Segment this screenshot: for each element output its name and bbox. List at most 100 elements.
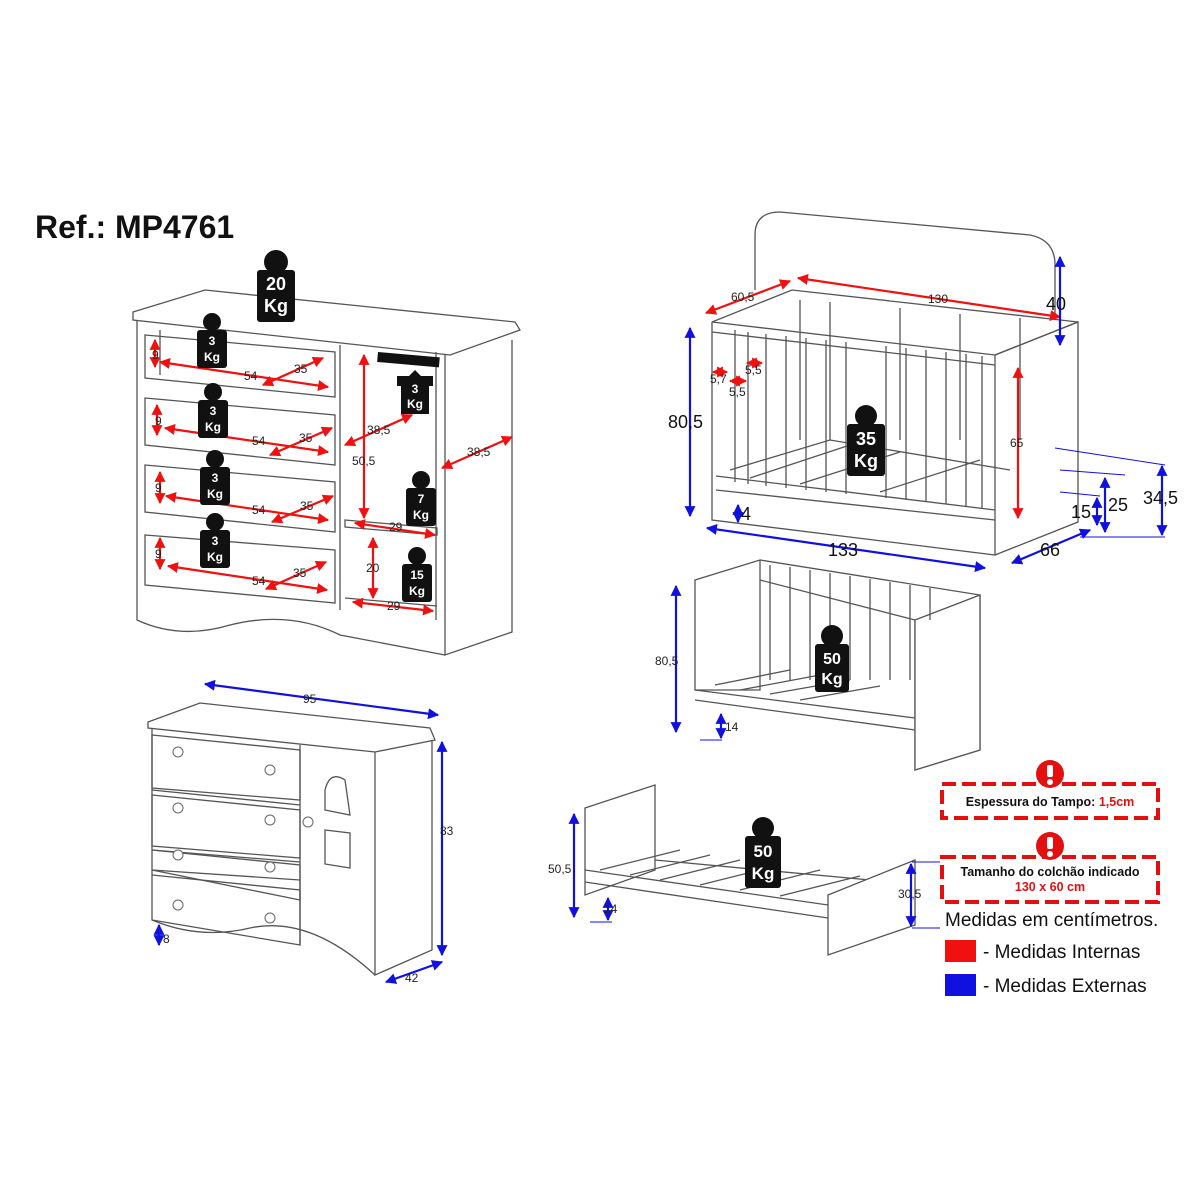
crib-drawing [711,211,1079,556]
dim-drawer-depth-4 [264,560,328,591]
top-thickness-label: Espessura do Tampo: [966,795,1096,809]
closed-dresser-top [147,702,436,753]
label-shelf-width-bottom: 29 [387,599,401,613]
dim-closed-depth [384,960,444,984]
svg-text:Kg: Kg [207,550,223,564]
svg-text:50: 50 [823,651,841,668]
dresser-closed-dimensions: 95 83 42 8 [153,679,454,985]
dim-crib-length [705,523,987,573]
warning-icon [1036,760,1064,788]
label-slat-gap-1: 5,7 [710,372,727,386]
mattress-label: Tamanho do colchão indicado [961,865,1140,879]
svg-text:3: 3 [210,404,217,418]
drawer-2 [144,397,336,466]
sofa-right-panel [914,594,981,771]
label-closed-width: 95 [303,692,317,706]
label-lower-height: 20 [366,561,380,575]
note-top-thickness: Espessura do Tampo: 1,5cm [940,760,1160,820]
svg-text:Espessura do Tampo: 1,5cm: Espessura do Tampo: 1,5cm [966,795,1135,809]
label-closed-depth: 42 [405,971,419,985]
label-sofa-height: 80,5 [655,654,679,668]
dim-drawer-depth-2 [268,426,334,457]
svg-text:3: 3 [412,382,419,396]
note-mattress-size: Tamanho do colchão indicado 130 x 60 cm [940,832,1160,904]
label-slat-gap-3: 5,5 [745,363,762,377]
label-crib-length: 133 [828,540,858,560]
closed-dresser-drawer-lines [151,745,301,945]
svg-text:20: 20 [266,274,286,294]
weight-icon-drawer-1: 3Kg [197,313,227,368]
weight-icon-drawer-2: 3Kg [198,383,228,438]
warning-icon [1036,832,1064,860]
crib-level-guides [1054,447,1166,538]
label-sofa-base: 14 [725,720,739,734]
closed-dresser-side [374,740,433,976]
svg-text:Kg: Kg [204,350,220,364]
weight-icon-drawer-3: 3Kg [200,450,230,505]
weight-icon-drawer-4: 3Kg [200,513,230,568]
label-bed-height: 50,5 [548,862,572,876]
legend-external-swatch [945,974,976,996]
dim-crib-inner-length [796,274,1062,321]
cabinet-walls [339,345,437,620]
bed-guides [590,861,940,929]
dresser-closed-drawing [147,702,436,976]
svg-text:3: 3 [212,534,219,548]
legend-internal-swatch [945,940,976,962]
label-drawer-height-2: 9 [155,414,162,428]
drawer-4 [144,534,336,604]
crib-slats [734,300,1021,508]
legend-units: Medidas em centímetros. [945,910,1158,931]
crib-headboard-curve [754,211,1056,320]
reference-title: Ref.: MP4761 [35,209,234,245]
legend-external-label: - Medidas Externas [983,976,1147,997]
svg-text:3: 3 [212,471,219,485]
dresser-open-dimensions: 9 54 35 9 54 35 9 54 35 9 54 35 38,5 50,… [149,338,514,616]
svg-text:Kg: Kg [264,296,288,316]
svg-text:3: 3 [209,334,216,348]
sofa-left-panel [694,559,761,691]
label-bed-base: 14 [604,902,618,916]
svg-text:15: 15 [410,568,424,582]
label-drawer-width-2: 54 [252,434,266,448]
closed-dresser-front [151,728,376,976]
label-drawer-depth-4: 35 [293,566,307,580]
label-slat-gap-2: 5,5 [729,385,746,399]
label-crib-inner-width: 60,5 [731,290,755,304]
label-drawer-height-4: 9 [155,547,162,561]
weight-icon-hanger: 3Kg [397,370,433,414]
label-crib-level-1: 15 [1071,502,1091,522]
closed-drawers [151,734,301,901]
dim-shelf-width-bottom [351,597,435,616]
svg-text:50: 50 [754,842,773,861]
label-drawer-depth-1: 35 [294,362,308,376]
dim-crib-inner-width [704,279,792,315]
drawer-3 [144,464,336,533]
dim-crib-depth [1010,528,1092,565]
door-windows [324,776,351,869]
label-drawer-depth-3: 35 [300,499,314,513]
label-crib-base: 4 [741,504,751,524]
label-drawer-width-1: 54 [244,369,258,383]
label-cabinet-depth: 38,5 [367,423,391,437]
mattress-value: 130 x 60 cm [1015,880,1085,894]
crib-rails [711,331,996,521]
weight-icon-crib: 35 Kg [847,405,885,476]
svg-text:Kg: Kg [854,451,878,471]
dim-cabinet-depth [343,413,414,447]
svg-text:Kg: Kg [409,584,425,598]
dresser-top [132,289,521,356]
note-mattress-frame [940,855,1160,904]
weight-icon-dresser-top: 20 Kg [257,250,295,322]
closed-drawer-4 [151,874,301,946]
weight-icon-cabinet-shelf: 7Kg [406,471,436,526]
label-crib-depth: 66 [1040,540,1060,560]
label-cabinet-height: 50,5 [352,454,376,468]
sofa-base-slats [694,669,916,731]
label-crib-level-2: 25 [1108,495,1128,515]
label-shelf-width-top: 29 [389,520,403,534]
dresser-side-panel [444,340,513,656]
label-drawer-depth-2: 35 [299,431,313,445]
svg-text:7: 7 [418,492,425,506]
